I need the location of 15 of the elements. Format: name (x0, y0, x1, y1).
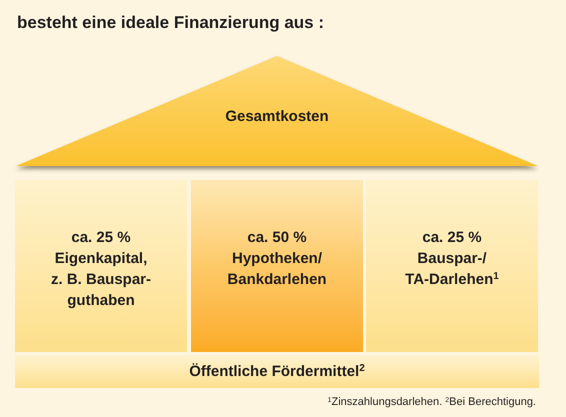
percentage-label: ca. 50 % (247, 228, 307, 248)
footnote: $^{1}$Zinszahlungsdarlehen. $^{2}$Bei Berechtigung. (328, 395, 536, 409)
financing-type-label: Eigenkapital, z. B. Bauspar- guthaben (50, 249, 152, 311)
band-label: Öffentliche Fördermittel$^{2}$ (189, 362, 365, 382)
percentage-label: ca. 25 % (422, 228, 482, 248)
share-box (15, 180, 187, 352)
share-box (366, 180, 538, 352)
financing-type-label: Bauspar-/ TA-Darlehen$^{1}$ (404, 249, 500, 290)
percentage-label: ca. 25 % (71, 228, 131, 248)
funding-band (15, 355, 539, 388)
roof-triangle (16, 56, 538, 166)
share-box (191, 180, 363, 352)
title: besteht eine ideale Finanzierung aus : (17, 12, 324, 34)
roof-label: Gesamtkosten (225, 107, 329, 127)
financing-type-label: Hypotheken/ Bankdarlehen (226, 249, 328, 290)
